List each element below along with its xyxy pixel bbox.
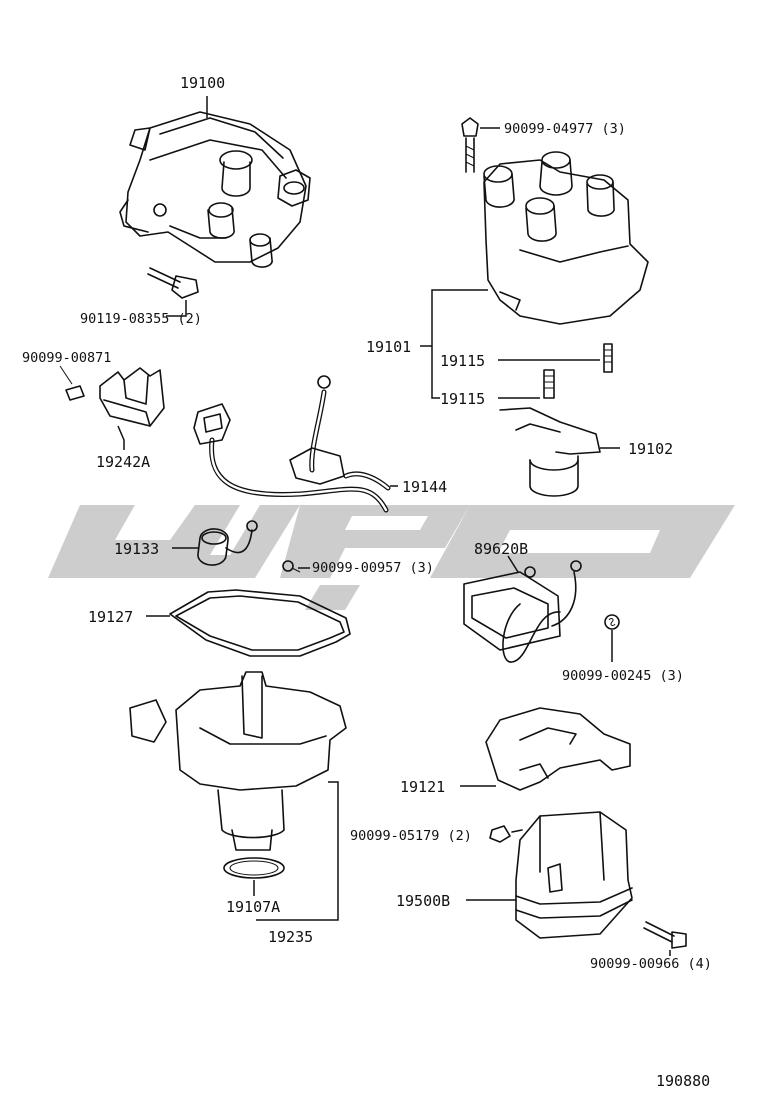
screw-90099-04977-illustration <box>461 117 500 173</box>
callout-90099-00245: 90099-00245 (3) <box>562 668 684 684</box>
callout-19133: 19133 <box>114 540 159 558</box>
callout-90119-08355: 90119-08355 (2) <box>80 311 202 327</box>
housing-19500B-illustration <box>466 811 633 939</box>
callout-89620B: 89620B <box>474 540 528 558</box>
callout-19115-upper: 19115 <box>440 352 485 370</box>
callout-19102: 19102 <box>628 440 673 458</box>
cover-19121-illustration <box>460 707 631 791</box>
callout-90099-00957: 90099-00957 (3) <box>312 560 434 576</box>
callout-19235: 19235 <box>268 928 313 946</box>
callout-19107A: 19107A <box>226 898 280 916</box>
igniter-89620B-illustration <box>463 555 582 663</box>
wpc-watermark-logo <box>48 505 735 610</box>
callout-19121: 19121 <box>400 778 445 796</box>
callout-19101: 19101 <box>366 338 411 356</box>
diagram-id: 190880 <box>656 1072 710 1090</box>
callout-19127: 19127 <box>88 608 133 626</box>
distributor-assembly-illustration <box>119 96 311 268</box>
cover-19242A-illustration <box>59 365 165 450</box>
callout-19115-lower: 19115 <box>440 390 485 408</box>
callout-19100: 19100 <box>180 74 225 92</box>
bolt-90119-08355-illustration <box>147 267 199 317</box>
screw-90099-00245-illustration <box>604 614 620 662</box>
callout-90099-00871: 90099-00871 <box>22 350 111 366</box>
callout-19500B: 19500B <box>396 892 450 910</box>
distributor-housing-19235-illustration <box>129 671 347 921</box>
nut-90099-05179-illustration <box>489 825 523 843</box>
springs-19115-illustration <box>498 343 613 399</box>
wire-harness-19144-illustration <box>193 375 398 513</box>
callout-19144: 19144 <box>402 478 447 496</box>
gasket-19127-illustration <box>146 589 351 657</box>
condenser-19133-illustration <box>172 520 258 566</box>
callout-90099-04977: 90099-04977 (3) <box>504 121 626 137</box>
callout-19242A: 19242A <box>96 453 150 471</box>
o-ring-19107A-illustration <box>223 857 285 896</box>
callout-90099-00966: 90099-00966 (4) <box>590 956 712 972</box>
callout-90099-05179: 90099-05179 (2) <box>350 828 472 844</box>
distributor-cap-19101-illustration <box>420 151 649 399</box>
screw-90099-00957-illustration <box>282 560 310 573</box>
bolt-90099-00966-illustration <box>643 921 687 956</box>
rotor-19102-illustration <box>499 407 620 497</box>
callout-labels: 19100 90119-08355 (2) 90099-00871 19242A… <box>22 74 712 1090</box>
